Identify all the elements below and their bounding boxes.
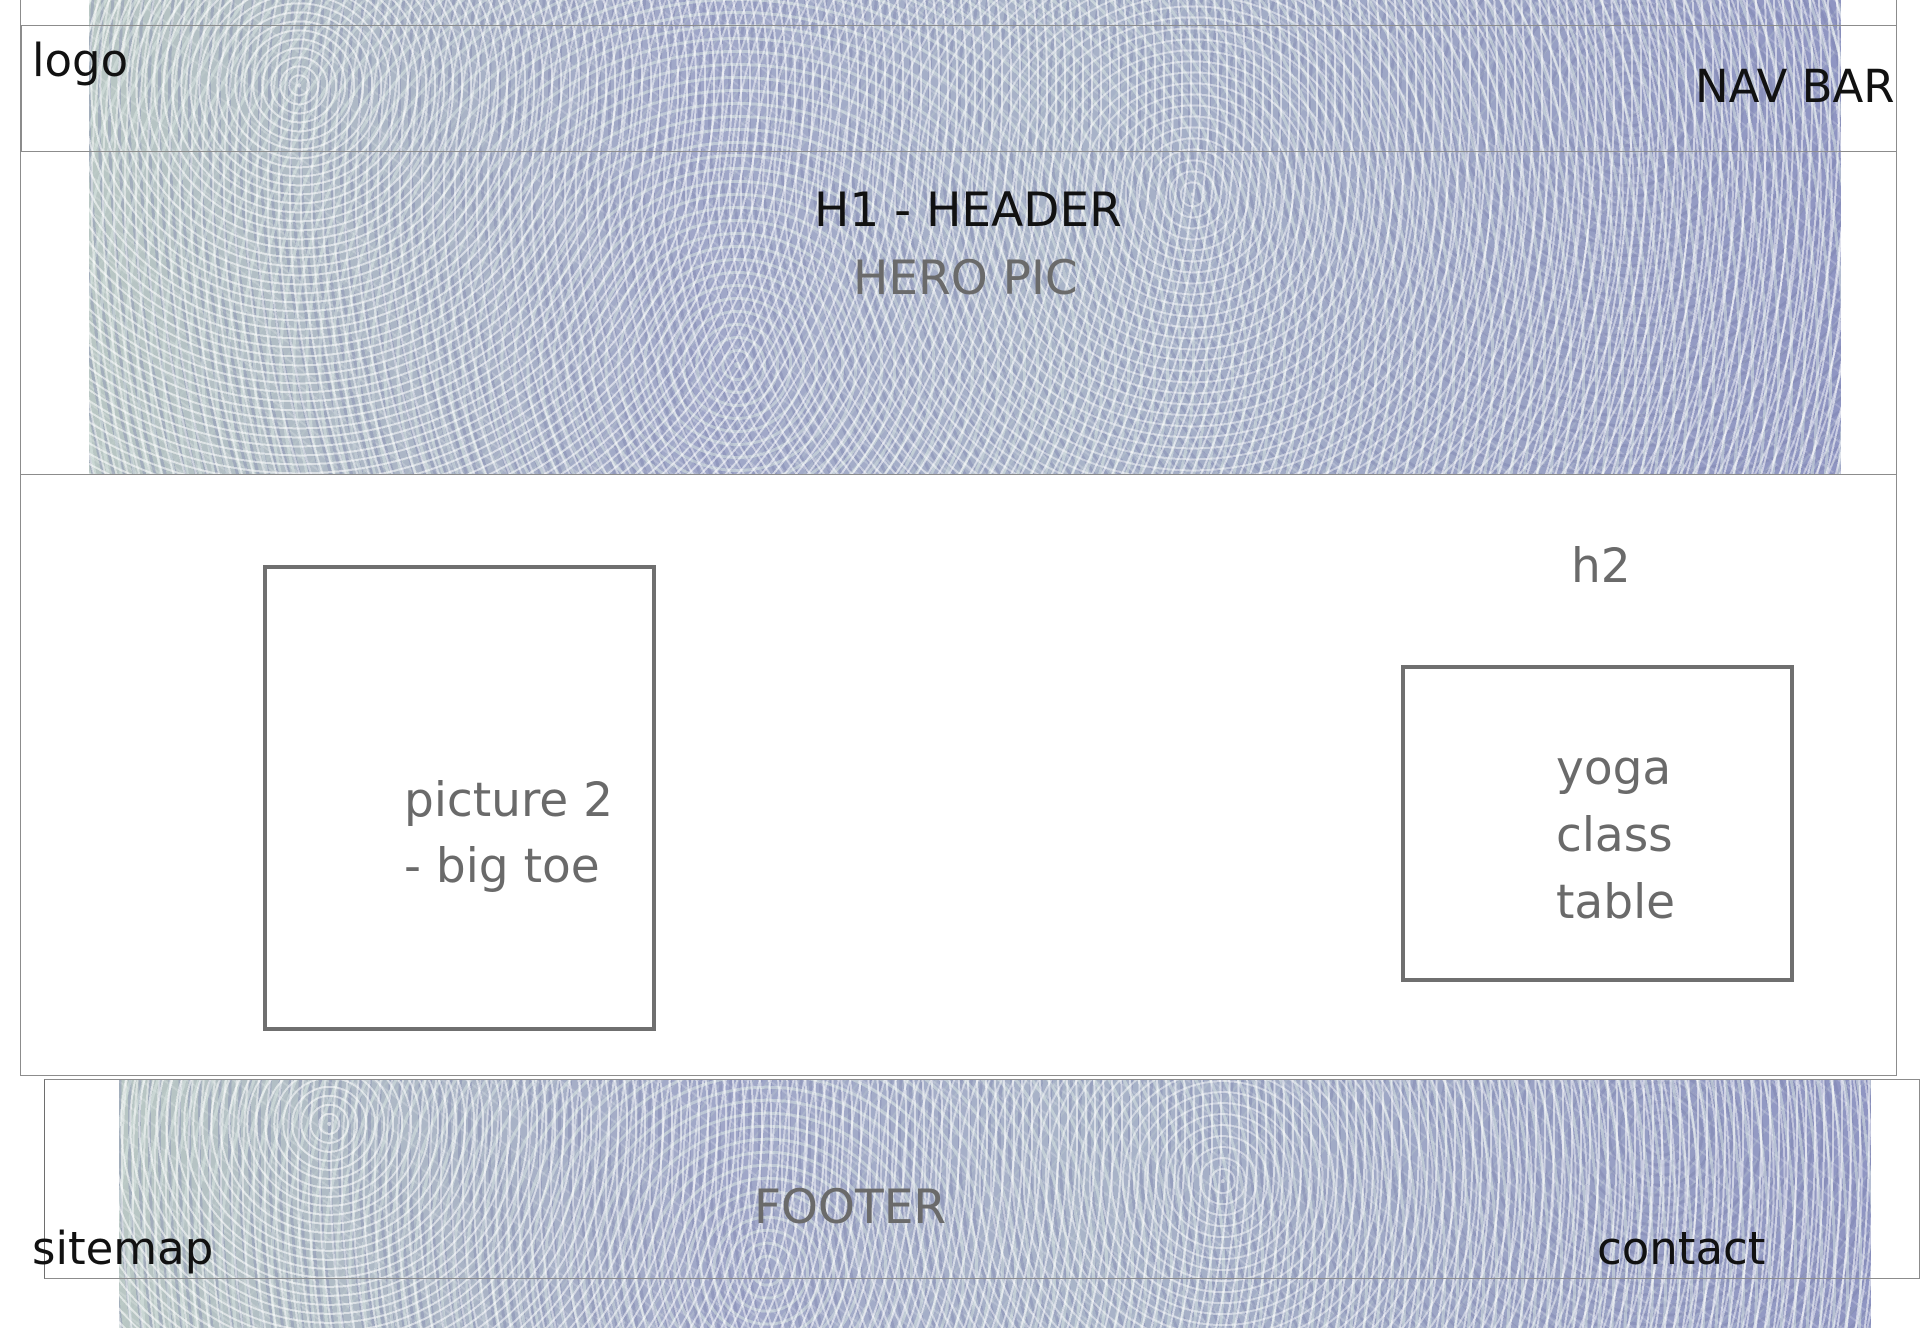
page-header-label: H1 - HEADER (814, 183, 1122, 238)
yoga-table-label: yoga class table (1556, 735, 1675, 936)
picture-label-line: picture 2 (404, 773, 613, 828)
yoga-table-label-line: table (1556, 875, 1676, 930)
yoga-table-placeholder-box (1401, 665, 1794, 982)
picture-placeholder-box (263, 565, 656, 1031)
footer-label: FOOTER (754, 1180, 947, 1235)
yoga-table-label-line: yoga (1556, 741, 1672, 796)
picture-label-line: - big toe (404, 839, 600, 894)
sitemap-link[interactable]: sitemap (32, 1222, 214, 1275)
nav-bar-frame (21, 25, 1897, 152)
section-heading-label: h2 (1571, 539, 1631, 594)
hero-background-image (89, 0, 1841, 474)
footer-background-image (119, 1079, 1871, 1328)
picture-label: picture 2 - big toe (404, 768, 613, 900)
yoga-table-label-line: class (1556, 808, 1673, 863)
contact-link[interactable]: contact (1597, 1222, 1766, 1275)
hero-pic-label: HERO PIC (853, 251, 1078, 306)
nav-bar-label[interactable]: NAV BAR (1695, 60, 1895, 113)
logo-label[interactable]: logo (32, 34, 129, 87)
